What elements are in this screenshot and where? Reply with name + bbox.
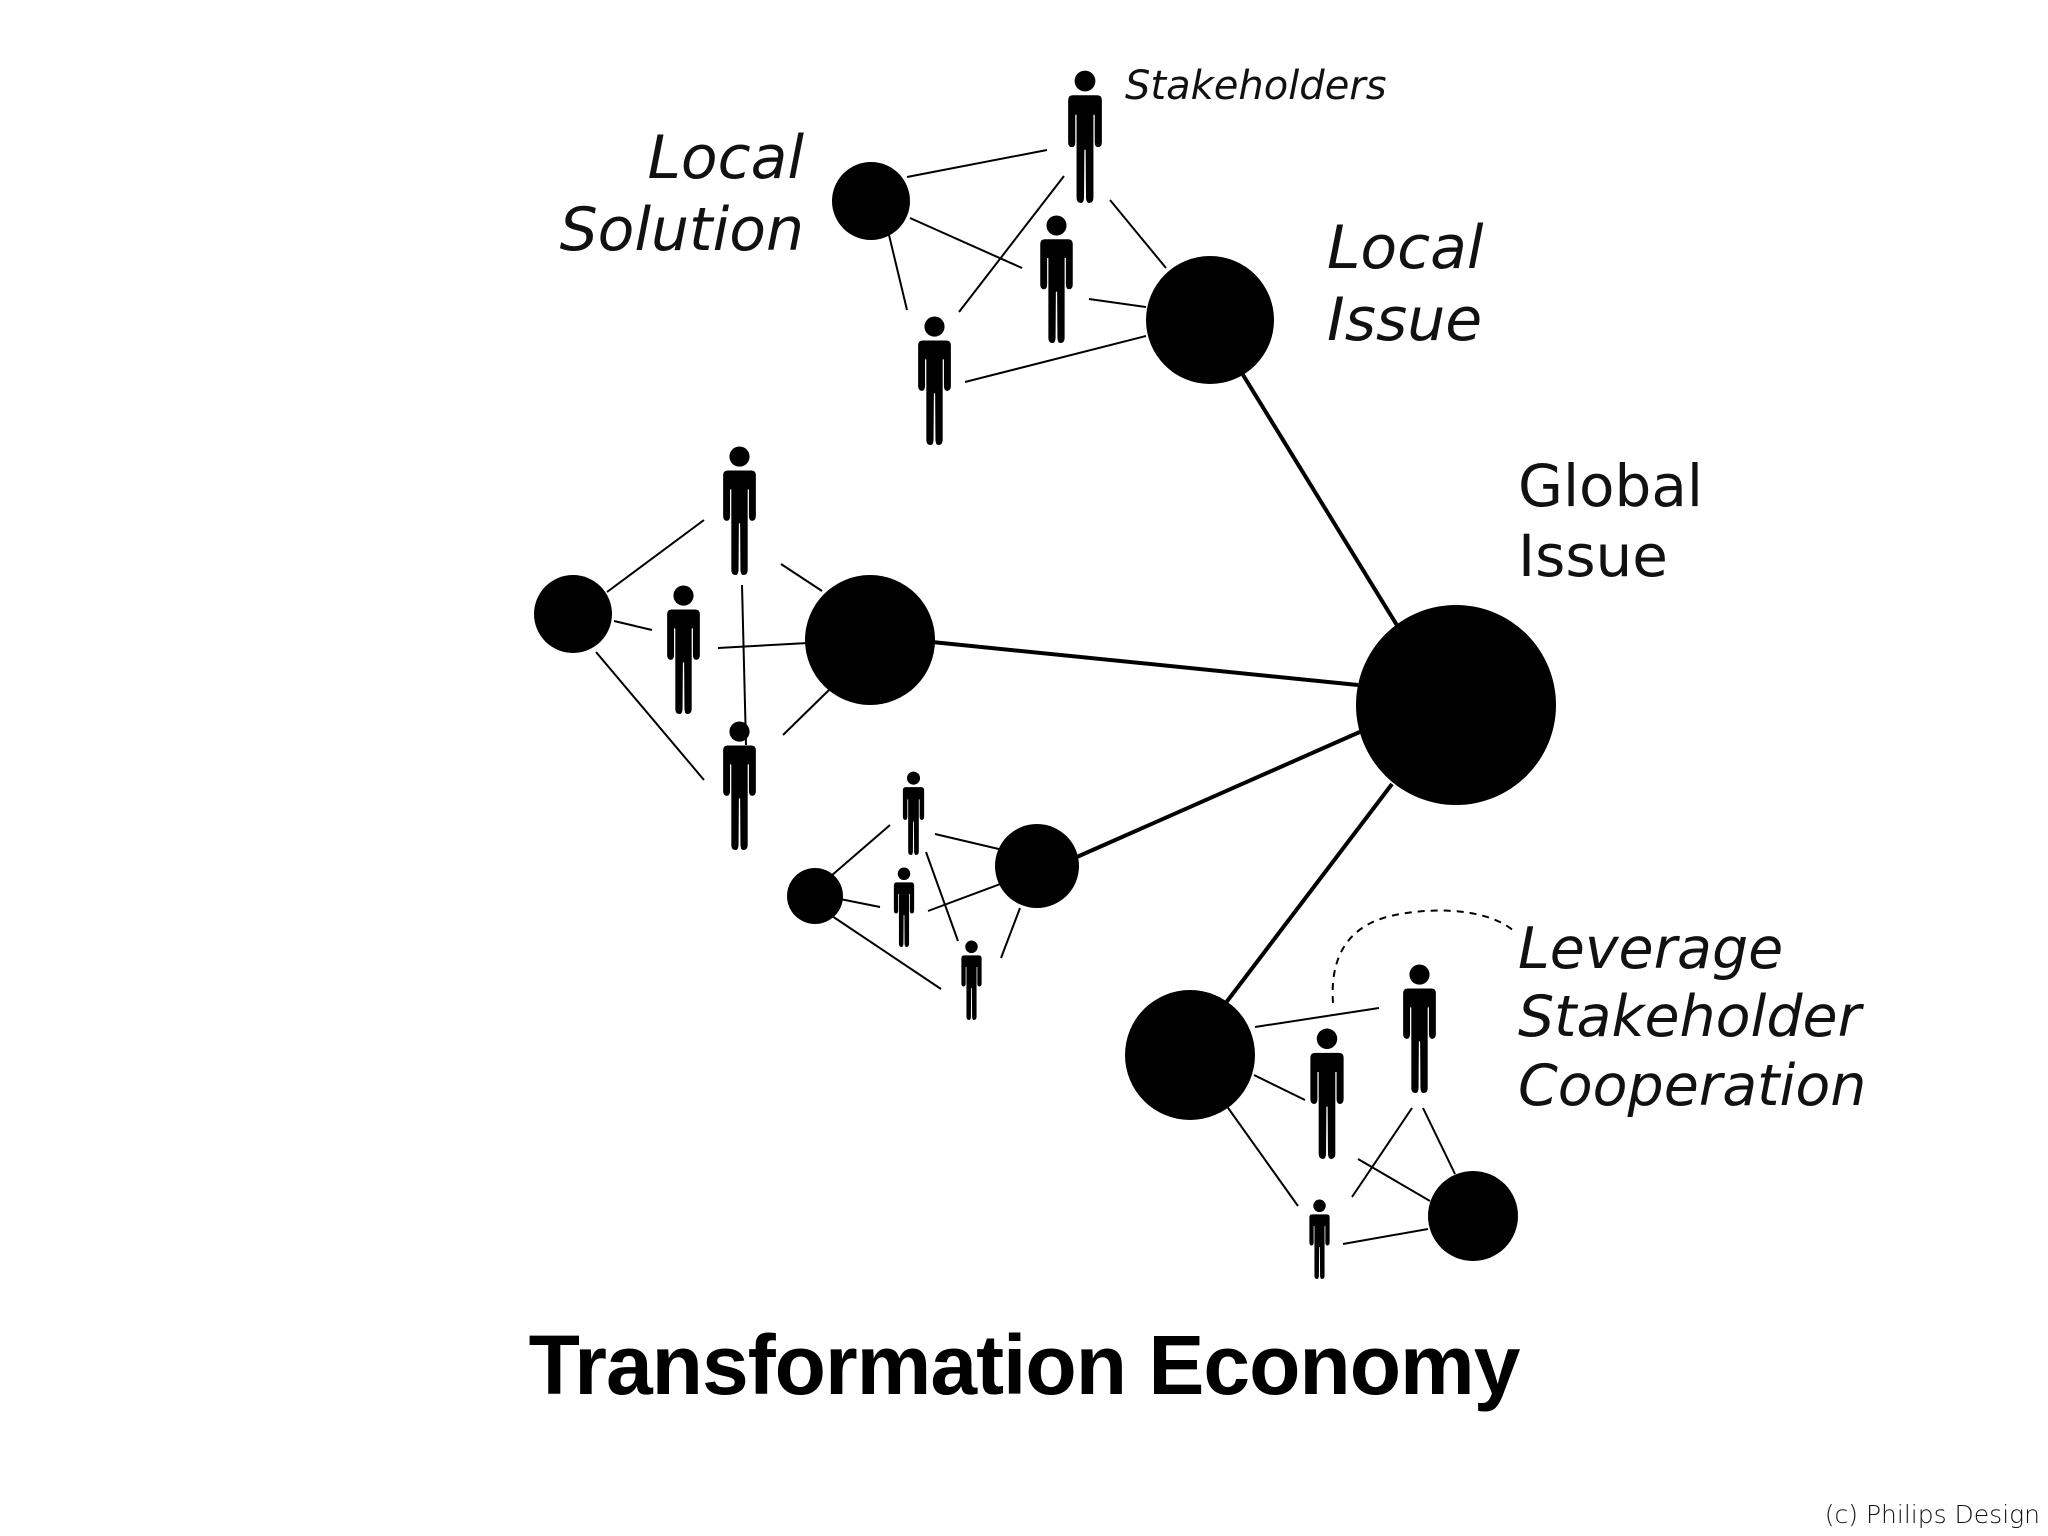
hub-link-left [931, 640, 1359, 687]
nodes [534, 162, 1556, 1261]
leverage-cooperation-label: Leverage Stakeholder Cooperation [1518, 915, 1866, 1120]
stakeholder-icon [893, 867, 915, 947]
stakeholder-connections [595, 149, 1456, 1245]
local-issue-line-2: Issue [1327, 285, 1483, 355]
stakeholder-icon [961, 940, 982, 1020]
stakeholder-icon [723, 721, 756, 850]
local-issue-node-mid [995, 824, 1079, 908]
leverage-line-2: Stakeholder [1518, 984, 1862, 1051]
local-solution-node-left [534, 575, 612, 653]
local-issue-node-bottom [1125, 990, 1255, 1120]
hub-link-bottom [1223, 782, 1394, 1006]
stakeholder-icon [1403, 964, 1436, 1093]
local-issue-node-left [805, 575, 935, 705]
hub-link-top [1238, 368, 1400, 629]
stakeholder-icon [902, 771, 925, 855]
stakeholder-icon [1310, 1028, 1344, 1159]
global-issue-label: Global Issue [1518, 452, 1703, 591]
stakeholder-icon [1309, 1199, 1330, 1279]
local-solution-node-top [832, 162, 910, 240]
local-solution-line-2: Solution [559, 195, 804, 265]
leverage-line-3: Cooperation [1518, 1052, 1867, 1119]
local-solution-label: Local Solution [560, 122, 804, 266]
stakeholders-label: Stakeholders [1125, 63, 1387, 109]
stakeholder-icon [1040, 215, 1073, 343]
stakeholder-icon [667, 585, 700, 714]
local-solution-node-mid [787, 868, 843, 924]
local-issue-node-top [1146, 256, 1274, 384]
hub-link-mid [1069, 729, 1363, 862]
local-solution-line-1: Local [647, 123, 804, 193]
stakeholder-icon [1068, 70, 1102, 203]
local-issue-label: Local Issue [1327, 212, 1484, 356]
global-issue-node [1356, 605, 1556, 805]
hub-connections [931, 368, 1400, 1006]
copyright-credit: (c) Philips Design [1824, 1500, 2040, 1529]
global-issue-line-1: Global [1518, 452, 1704, 520]
leverage-line-1: Leverage [1518, 916, 1784, 982]
leverage-callout-dashed [1331, 909, 1517, 1004]
local-solution-node-bottom [1428, 1171, 1518, 1261]
global-issue-line-2: Issue [1518, 521, 1668, 590]
stakeholder-icon [723, 446, 756, 575]
diagram-title: Transformation Economy [528, 1318, 1521, 1412]
local-issue-line-1: Local [1327, 213, 1484, 283]
stakeholder-icon [918, 316, 951, 445]
